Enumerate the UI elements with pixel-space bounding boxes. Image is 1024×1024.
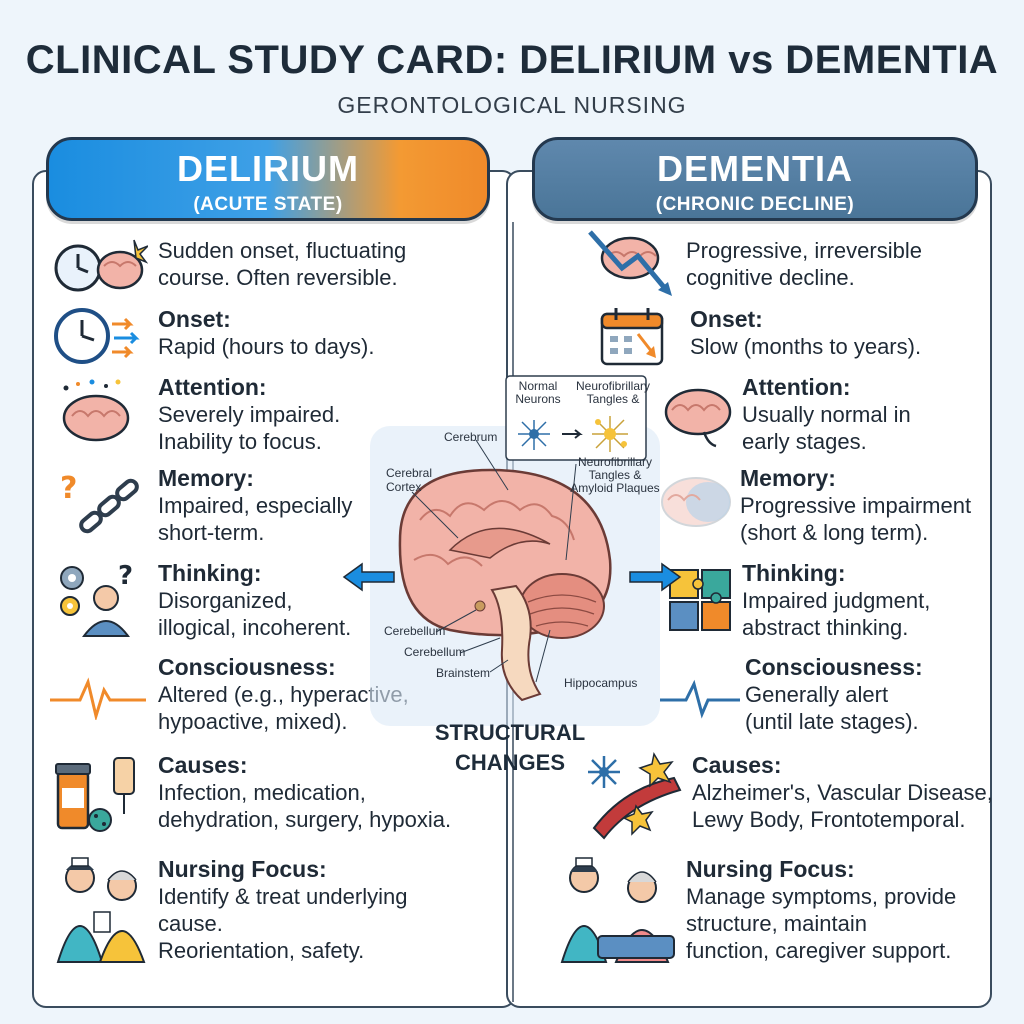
dementia-memory: Memory: Progressive impairment (short & …	[740, 465, 972, 545]
rapid-clock-icon	[54, 308, 140, 364]
delirium-header-subtitle: (ACUTE STATE)	[193, 194, 343, 215]
delirium-onset-label: Onset:	[158, 306, 231, 332]
cerebellum-label-1: Cerebellum	[384, 624, 446, 638]
dementia-causes: Causes: Alzheimer's, Vascular Disease, L…	[692, 752, 993, 832]
cerebrum-label: Cerebrum	[444, 430, 498, 444]
page-subtitle: GERONTOLOGICAL NURSING	[337, 92, 687, 118]
dementia-thinking-label: Thinking:	[742, 560, 846, 586]
dementia-nursing-focus-label: Nursing Focus:	[686, 856, 855, 882]
delirium-consciousness-label: Consciousness:	[158, 654, 336, 680]
delirium-thinking: Thinking: Disorganized, illogical, incoh…	[158, 560, 352, 640]
declining-brain-icon	[588, 230, 672, 296]
hippocampus-label: Hippocampus	[564, 676, 638, 690]
delirium-attention: Attention: Severely impaired. Inability …	[158, 374, 341, 454]
erratic-pulse-icon	[50, 677, 146, 720]
delirium-header: DELIRIUM (ACUTE STATE)	[46, 137, 490, 221]
page-title: CLINICAL STUDY CARD: DELIRIUM vs DEMENTI…	[25, 38, 999, 82]
dementia-causes-label: Causes:	[692, 752, 782, 778]
steady-pulse-icon	[660, 679, 740, 719]
dementia-thinking: Thinking: Impaired judgment, abstract th…	[742, 560, 931, 640]
delirium-causes: Causes: Infection, medication, dehydrati…	[158, 752, 452, 832]
dementia-onset: Onset: Slow (months to years).	[690, 306, 922, 359]
calendar-icon	[600, 308, 664, 366]
scattered-brain-icon	[62, 379, 130, 442]
inset-tangles-label: Neurofibrillary Tangles &	[575, 379, 651, 406]
delirium-onset: Onset: Rapid (hours to days).	[158, 306, 375, 359]
dementia-header-title: DEMENTIA	[657, 148, 853, 189]
inset-normal-label: Normal Neurons	[515, 379, 561, 406]
medication-iv-icon	[55, 757, 135, 832]
brainstem-label: Brainstem	[436, 666, 491, 680]
nurse-patient-icon	[56, 857, 146, 963]
delirium-memory: Memory: Impaired, especially short-term.	[158, 465, 353, 545]
neuron-plaque-icon	[588, 751, 682, 840]
right-arrow	[629, 562, 682, 592]
delirium-header-title: DELIRIUM	[177, 148, 359, 189]
left-arrow	[342, 562, 395, 592]
plaques-label: Neurofibrillary Tangles & Amyloid Plaque…	[570, 455, 660, 495]
dementia-consciousness: Consciousness: Generally alert (until la…	[745, 654, 923, 734]
dementia-nursing-focus: Nursing Focus: Manage symptoms, provide …	[686, 856, 957, 963]
delirium-consciousness: Consciousness: Altered (e.g., hyperactiv…	[158, 654, 409, 734]
delirium-summary: Sudden onset, fluctuating course. Often …	[158, 238, 407, 290]
cerebral-cortex-label: Cerebral Cortex	[386, 466, 433, 494]
dementia-attention-label: Attention:	[742, 374, 851, 400]
cerebellum-label-2: Cerebellum	[404, 645, 466, 659]
dementia-header: DEMENTIA (CHRONIC DECLINE)	[532, 137, 978, 221]
svg-text:?: ?	[118, 561, 133, 591]
delirium-nursing-focus-label: Nursing Focus:	[158, 856, 327, 882]
delirium-causes-label: Causes:	[158, 752, 248, 778]
delirium-nursing-focus: Nursing Focus: Identify & treat underlyi…	[158, 856, 408, 963]
dementia-onset-label: Onset:	[690, 306, 763, 332]
clock-brain-icon	[54, 239, 148, 292]
structural-changes-caption: STRUCTURAL CHANGES	[434, 720, 586, 775]
brain-cross-section-diagram	[370, 375, 660, 726]
dementia-consciousness-label: Consciousness:	[745, 654, 923, 680]
confused-person-icon: ?	[60, 561, 133, 637]
dementia-summary: Progressive, irreversible cognitive decl…	[686, 238, 922, 290]
dementia-attention: Attention: Usually normal in early stage…	[742, 374, 911, 454]
fading-brain-icon	[661, 477, 731, 527]
dementia-header-subtitle: (CHRONIC DECLINE)	[655, 194, 855, 215]
nurse-caregiver-icon	[560, 857, 675, 963]
delirium-memory-label: Memory:	[158, 465, 254, 491]
svg-text:?: ?	[60, 471, 77, 506]
broken-chain-icon: ?	[60, 471, 139, 534]
brain-icon	[664, 388, 732, 448]
delirium-attention-label: Attention:	[158, 374, 267, 400]
dementia-memory-label: Memory:	[740, 465, 836, 491]
delirium-thinking-label: Thinking:	[158, 560, 262, 586]
